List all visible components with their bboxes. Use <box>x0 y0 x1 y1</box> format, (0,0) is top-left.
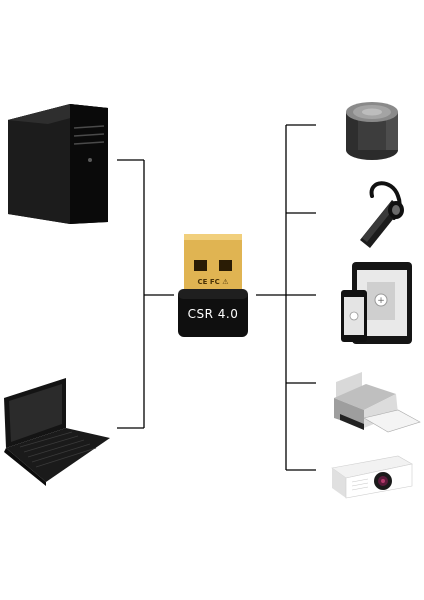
printer-icon <box>334 372 421 433</box>
bluetooth-headset-icon <box>360 181 404 248</box>
contact-right <box>219 260 232 271</box>
tablet-phone-icon: + <box>341 262 412 344</box>
dongle-label: CSR 4.0 <box>188 307 239 321</box>
connector-lines <box>117 124 316 471</box>
desktop-tower-icon <box>8 104 108 224</box>
svg-text:+: + <box>377 296 385 306</box>
projector-icon <box>331 455 413 499</box>
laptop-icon <box>4 378 110 486</box>
plug-marks: CE FC ⚠ <box>198 278 230 286</box>
usb-plug <box>184 234 242 292</box>
dongle-body <box>178 289 248 337</box>
usb-bluetooth-dongle: CE FC ⚠ CSR 4.0 <box>178 234 248 337</box>
contact-left <box>194 260 207 271</box>
bluetooth-speaker-icon <box>346 102 398 160</box>
